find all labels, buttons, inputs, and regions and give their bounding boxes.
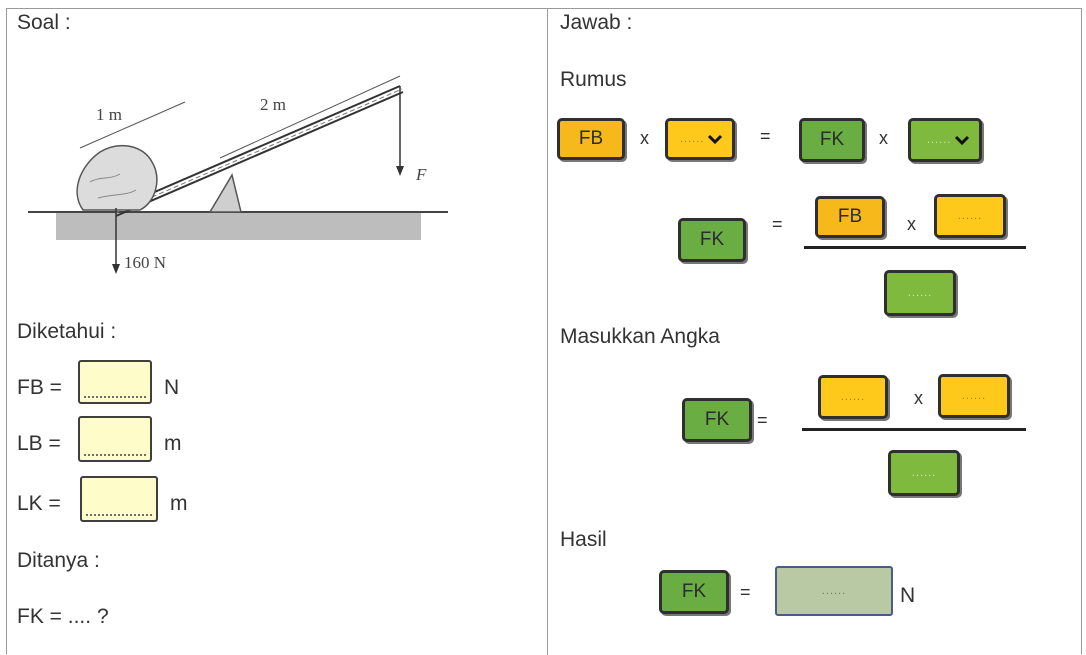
rumus2-green-input[interactable]: ...... xyxy=(884,270,956,316)
diketahui-label: Diketahui : xyxy=(17,320,117,343)
lb-unit: m xyxy=(164,432,182,455)
length-2m-line xyxy=(219,75,401,159)
masukkan-angka-label: Masukkan Angka xyxy=(560,325,720,348)
angka-yellow-input-2[interactable]: ...... xyxy=(938,374,1010,418)
rumus-fk-box: FK xyxy=(799,118,865,162)
times-sign: x xyxy=(879,128,888,148)
rumus-green-dropdown[interactable]: ...... xyxy=(908,118,982,162)
fb-unit: N xyxy=(164,376,180,399)
force-f-arrowhead xyxy=(396,166,404,176)
lb-input[interactable] xyxy=(78,416,152,462)
ditanya-label: Ditanya : xyxy=(17,549,100,572)
ground-hatch xyxy=(56,212,421,240)
lb-label: LB = xyxy=(17,432,61,455)
fraction-line xyxy=(804,246,1026,249)
hasil-fk-box: FK xyxy=(659,570,729,614)
equals-sign: = xyxy=(740,582,751,602)
times-sign: x xyxy=(640,128,649,148)
fraction-line xyxy=(802,428,1026,431)
equals-sign: = xyxy=(772,214,783,234)
rumus2-yellow-input[interactable]: ...... xyxy=(934,194,1006,238)
jawab-label: Jawab : xyxy=(560,11,633,34)
hasil-result-input[interactable]: ...... xyxy=(775,566,893,616)
fb-label: FB = xyxy=(17,376,62,399)
lever-center-dash xyxy=(114,88,403,214)
rumus-yellow-dropdown[interactable]: ...... xyxy=(665,118,735,160)
times-sign: x xyxy=(907,214,916,234)
lk-input[interactable] xyxy=(80,476,158,522)
soal-label: Soal : xyxy=(17,11,71,34)
chevron-down-icon xyxy=(707,134,723,145)
length-1m-label: 1 m xyxy=(96,105,122,124)
lk-unit: m xyxy=(170,492,188,515)
force-f-label: F xyxy=(415,165,427,184)
rumus2-fk-box: FK xyxy=(678,218,746,262)
lever-figure: 1 m 2 m F 160 N xyxy=(28,75,448,274)
weight-label: 160 N xyxy=(124,253,166,272)
fulcrum xyxy=(208,173,242,213)
lever-edge-top xyxy=(112,85,401,211)
equals-sign: = xyxy=(760,126,771,146)
chevron-down-icon xyxy=(954,135,970,146)
angka-fk-box: FK xyxy=(682,398,752,442)
times-sign: x xyxy=(914,388,923,408)
column-divider xyxy=(547,8,548,655)
length-1m-line xyxy=(79,101,186,149)
rumus2-fb-box: FB xyxy=(815,196,885,238)
angka-green-input[interactable]: ...... xyxy=(888,450,960,496)
lk-label: LK = xyxy=(17,492,61,515)
angka-yellow-input-1[interactable]: ...... xyxy=(818,375,888,419)
rumus-fb-box: FB xyxy=(557,118,625,160)
fb-input[interactable] xyxy=(78,360,152,404)
rock xyxy=(76,144,158,211)
lever-edge-bottom xyxy=(115,91,404,217)
question-text: FK = .... ? xyxy=(17,605,109,628)
hasil-label: Hasil xyxy=(560,528,607,551)
weight-arrowhead xyxy=(112,264,120,274)
rumus-label: Rumus xyxy=(560,68,627,91)
length-2m-label: 2 m xyxy=(260,95,286,114)
worksheet-frame xyxy=(6,8,1082,654)
equals-sign: = xyxy=(757,410,768,430)
hasil-unit: N xyxy=(900,584,916,607)
